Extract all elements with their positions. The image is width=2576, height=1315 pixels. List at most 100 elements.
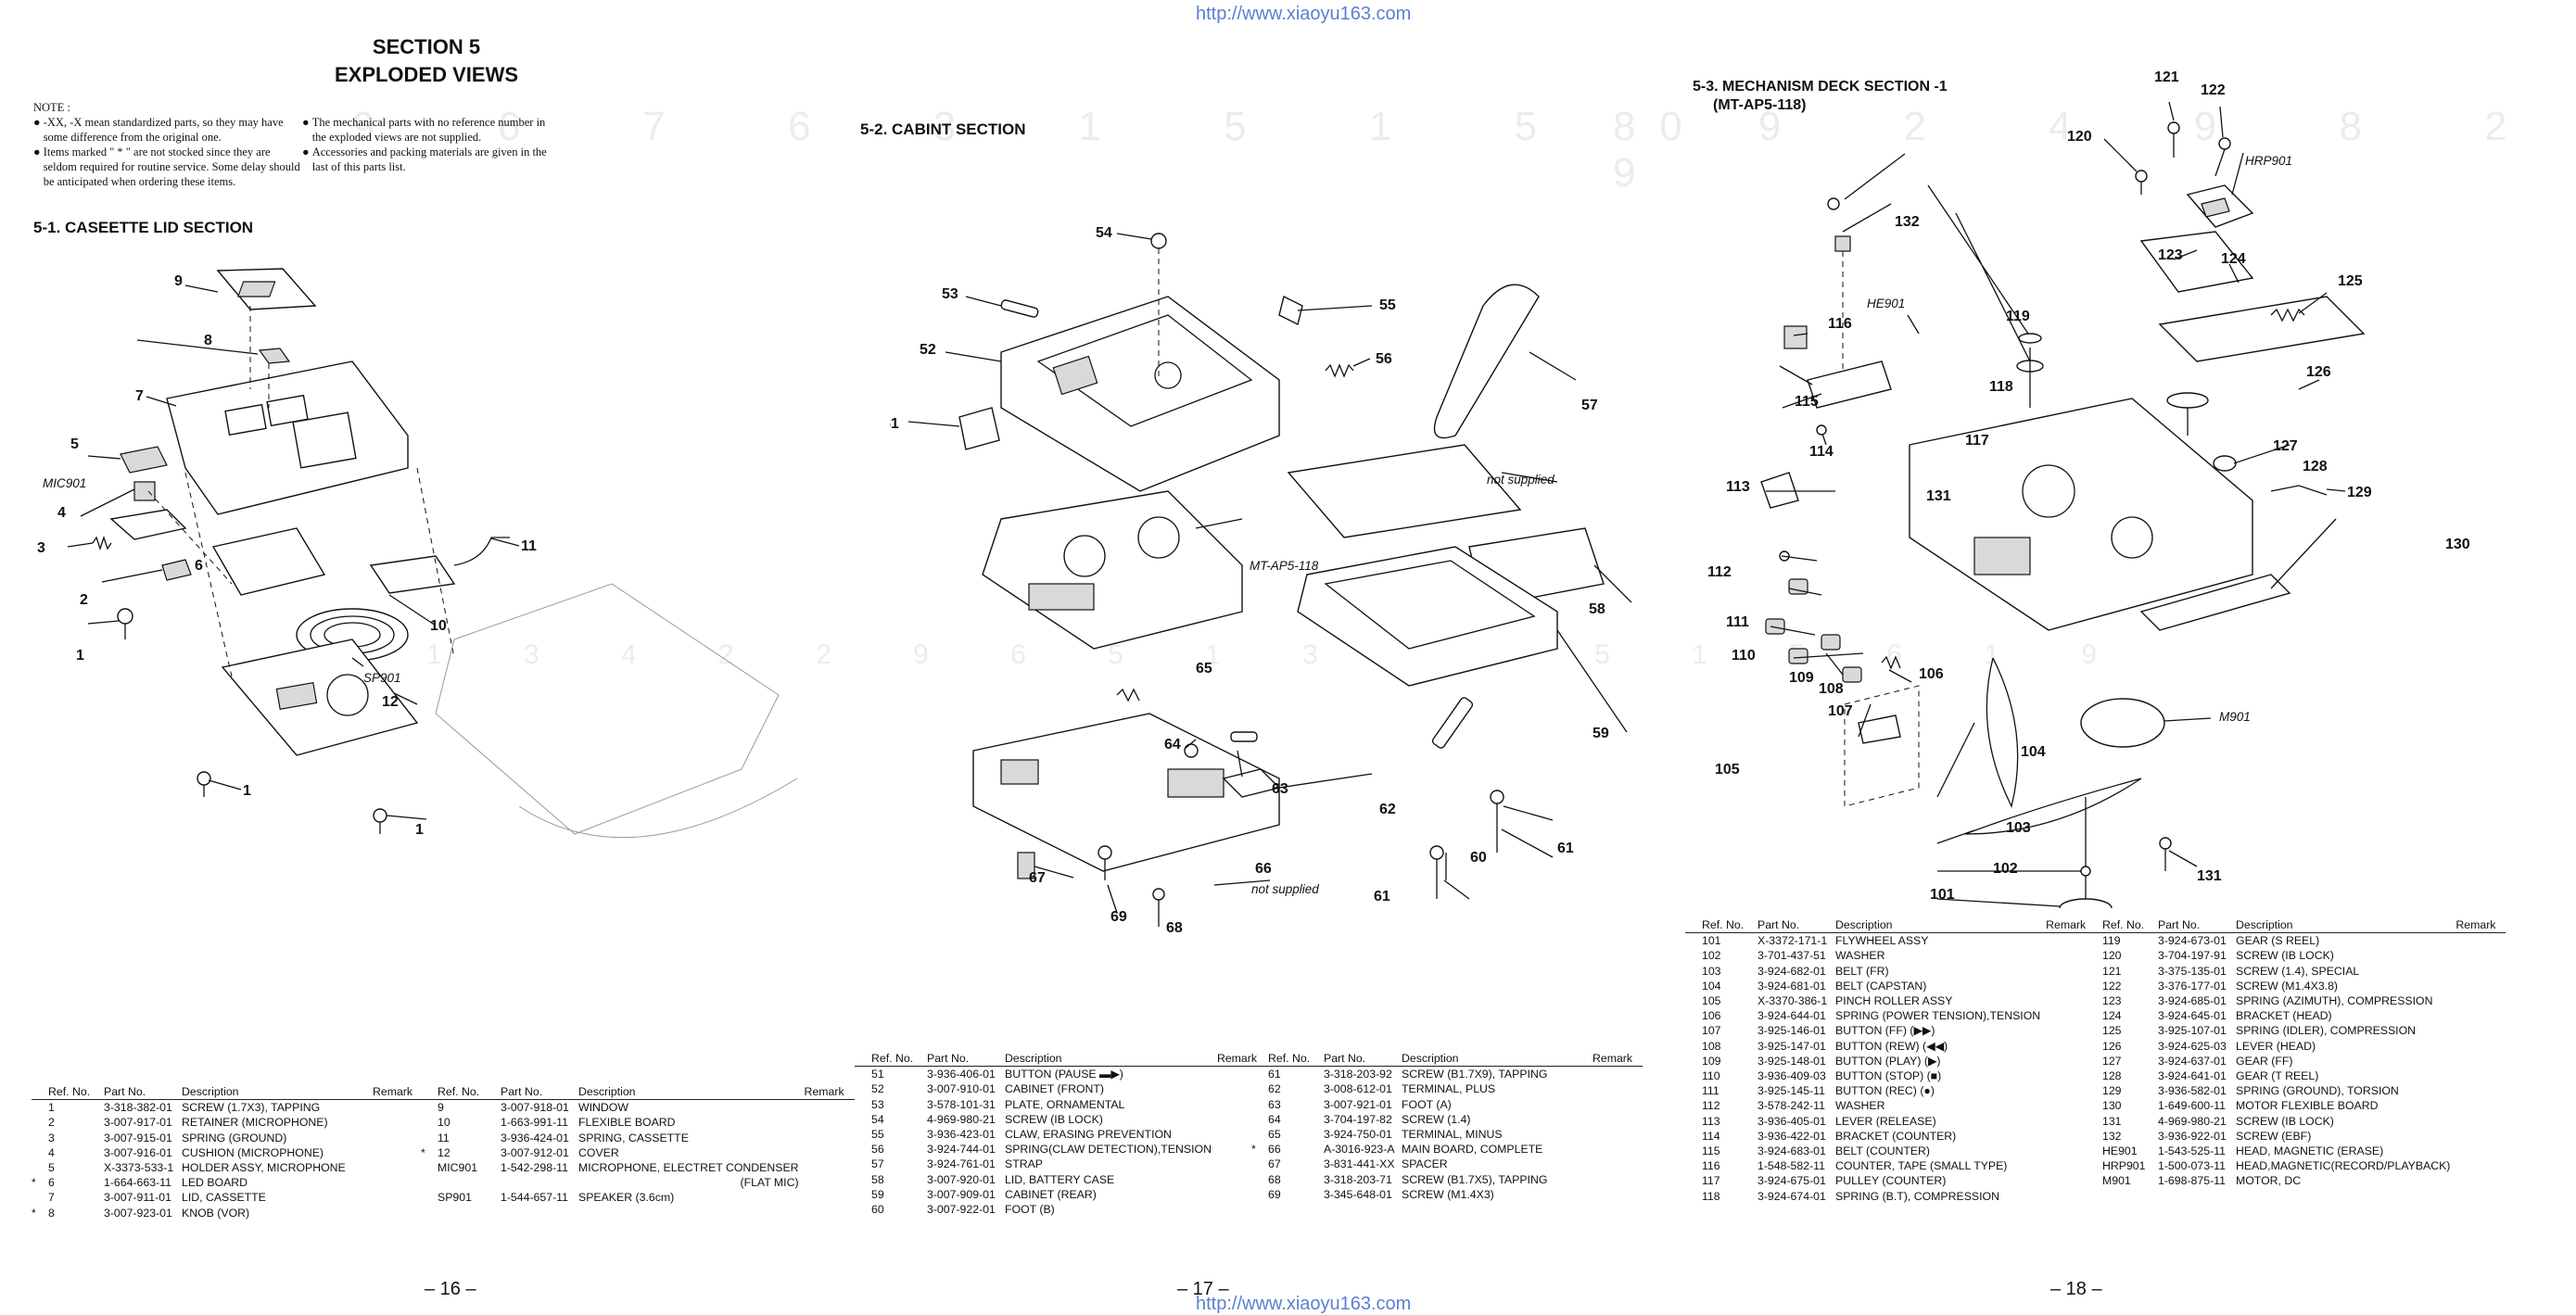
cell-mark [1685,1098,1702,1113]
cell-remark [1593,1112,1643,1127]
col-part: Part No. [1324,1051,1402,1068]
callout: 107 [1828,703,1853,719]
cell-ref: 125 [2102,1024,2122,1038]
foot-b-part [1431,697,1474,749]
cell-mark [1251,1187,1268,1202]
cell-mark [1685,948,1702,963]
callout: 8 [204,333,212,348]
cell-ref: SP901 [438,1191,472,1205]
cell-ref: 122 [2102,979,2122,993]
cell-part: 3-925-107-01 [2158,1024,2227,1038]
cell-part: 3-578-101-31 [927,1097,996,1111]
cell-ref: 129 [2102,1084,2122,1098]
cell-part: 1-543-525-11 [2158,1144,2226,1158]
cell-mark [855,1202,871,1217]
note-bullet: ● Items marked " * " are not stocked sin… [33,145,300,188]
callout: 119 [2006,309,2030,324]
cell-ref: 68 [1268,1172,1281,1186]
cell-ref: 116 [1702,1159,1720,1173]
cell-ref: 11 [438,1131,450,1144]
cell-ref: 53 [871,1097,884,1111]
capstan-belt-part [1986,657,2019,808]
cell-part: 3-925-148-01 [1758,1054,1826,1068]
watermark-url-top[interactable]: http://www.xiaoyu163.com [1196,4,1412,24]
cell-desc: FLYWHEEL ASSY [1835,934,1929,948]
note-block-left: NOTE : ● -XX, -X mean standardized parts… [33,100,302,189]
cell-desc: MICROPHONE, ELECTRET CONDENSER [578,1161,799,1175]
cell-mark [1685,1054,1702,1068]
plate-part [1000,299,1039,318]
col-remark: Remark [804,1084,855,1101]
col-ref: Ref. No. [1268,1051,1324,1068]
cell-desc: CUSHION (MICROPHONE) [182,1145,324,1159]
cell-part: 3-924-682-01 [1758,964,1826,978]
callout: 64 [1164,737,1181,752]
cell-mark [1251,1081,1268,1096]
cell-mark: * [1251,1143,1256,1157]
bullet-icon: ● [302,145,312,158]
cell-mark [32,1131,48,1145]
rear-cabinet-part [1297,546,1558,687]
cell-ref: 67 [1268,1157,1281,1171]
cell-part: 3-704-197-82 [1324,1112,1392,1126]
col-part: Part No. [104,1084,182,1101]
lid-part [166,360,409,515]
cell-ref: 1 [48,1101,55,1115]
cell-ref: MIC901 [438,1161,478,1175]
cell-remark [805,1175,855,1190]
callout: 2 [80,592,88,608]
callout: 108 [1819,681,1844,697]
cell-mark [2086,1158,2102,1173]
col-part: Part No. [501,1084,578,1101]
subsection-title-cassette-lid: 5-1. CASEETTE LID SECTION [33,219,254,236]
cell-mark [2086,948,2102,963]
front-cabinet-part [1000,296,1280,492]
cell-ref: 51 [871,1068,884,1081]
cell-mark [1685,1129,1702,1144]
cell-desc: SCREW (B1.7X5), TAPPING [1402,1172,1548,1186]
cell-part: 3-375-135-01 [2158,964,2227,978]
cell-ref: 128 [2102,1069,2122,1083]
cell-part: 3-924-685-01 [2158,994,2227,1008]
cell-mark [2086,1023,2102,1038]
section-number: SECTION 5 [372,35,481,58]
cell-ref: 131 [2102,1114,2122,1128]
cell-ref: 117 [1702,1174,1720,1188]
cell-part: 3-925-146-01 [1758,1024,1826,1038]
cell-desc: SPRING (AZIMUTH), COMPRESSION [2236,994,2433,1008]
cell-mark [32,1190,48,1205]
cell-part: 3-318-203-92 [1324,1068,1392,1081]
parts-table: Ref. No. Part No. Description Remark 119… [2086,917,2506,1189]
cell-part: 3-936-409-03 [1758,1069,1826,1083]
cell-desc: HOLDER ASSY, MICROPHONE [182,1161,346,1175]
cell-part: 1-664-663-11 [104,1176,171,1190]
cell-remark [1593,1067,1643,1082]
cell-mark: * [32,1206,36,1220]
cell-ref: 124 [2102,1009,2122,1023]
callouts-cabinet: 54 53 52 51 55 56 57 not supplied MT-AP5… [890,225,1609,936]
cell-remark [373,1100,423,1116]
cell-mark [855,1142,871,1157]
cell-mark [855,1112,871,1127]
cell-desc: MOTOR, DC [2236,1174,2302,1188]
cell-mark [2086,1083,2102,1098]
callout: 127 [2273,438,2298,454]
watermark-url-bottom[interactable]: http://www.xiaoyu163.com [1196,1294,1412,1314]
cell-remark [2455,933,2506,949]
cell-ref: 114 [1702,1129,1720,1143]
cell-ref: 54 [871,1112,884,1126]
cell-mark [32,1145,48,1160]
cushion-part [109,509,187,540]
